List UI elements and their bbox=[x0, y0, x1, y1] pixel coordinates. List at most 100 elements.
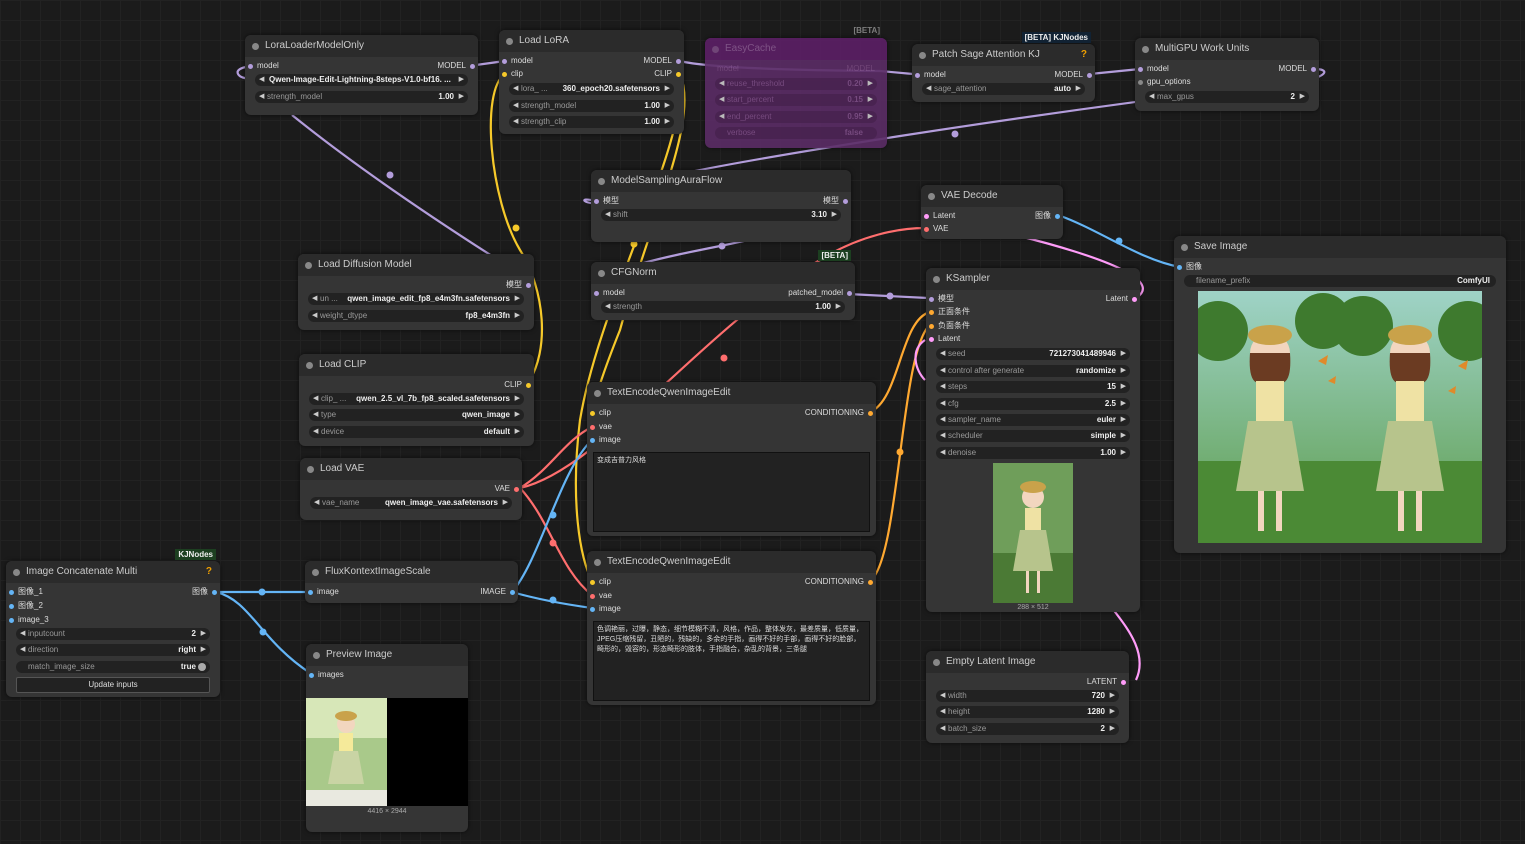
node-title[interactable]: Save Image bbox=[1174, 236, 1506, 258]
node-cfgnorm[interactable]: [BETA] CFGNorm model patched_model ◀stre… bbox=[591, 250, 855, 320]
socket[interactable] bbox=[9, 618, 14, 623]
input-model[interactable]: model bbox=[502, 55, 533, 67]
node-title[interactable]: KSampler bbox=[926, 268, 1140, 290]
input-image[interactable]: image bbox=[590, 434, 621, 446]
node-vae-decode[interactable]: VAE Decode Latent 图像 VAE bbox=[921, 185, 1063, 239]
prompt-textarea[interactable]: 变成吉普力风格 bbox=[593, 452, 870, 532]
socket[interactable] bbox=[929, 324, 934, 329]
socket[interactable] bbox=[929, 297, 934, 302]
arrow-left-icon[interactable]: ◀ bbox=[940, 350, 946, 357]
node-title[interactable]: Preview Image bbox=[306, 644, 468, 666]
socket[interactable] bbox=[1121, 680, 1126, 685]
arrow-left-icon[interactable]: ◀ bbox=[719, 96, 725, 103]
arrow-left-icon[interactable]: ◀ bbox=[605, 303, 611, 310]
collapse-dot[interactable] bbox=[598, 178, 605, 185]
node-title[interactable]: LoraLoaderModelOnly bbox=[245, 35, 478, 57]
output-vae[interactable]: VAE bbox=[495, 483, 519, 495]
arrow-right-icon[interactable]: ▶ bbox=[1109, 725, 1115, 732]
output-image[interactable]: IMAGE bbox=[480, 586, 515, 598]
help-icon[interactable]: ? bbox=[205, 566, 212, 577]
toggle-knob[interactable] bbox=[198, 663, 206, 671]
node-title[interactable]: Load Diffusion Model bbox=[298, 254, 534, 276]
output-model[interactable]: 模型 bbox=[506, 279, 531, 291]
node-title[interactable]: Load LoRA bbox=[499, 30, 684, 52]
input-latent[interactable]: Latent bbox=[924, 210, 955, 222]
socket[interactable] bbox=[526, 283, 531, 288]
input-vae[interactable]: vae bbox=[590, 421, 612, 433]
input-model[interactable]: model bbox=[248, 60, 279, 72]
prompt-textarea[interactable]: 色调艳丽，过曝，静态，细节模糊不清，风格，作品，整体发灰，最差质量，低质量，JP… bbox=[593, 621, 870, 701]
arrow-left-icon[interactable]: ◀ bbox=[926, 85, 932, 92]
arrow-right-icon[interactable]: ▶ bbox=[1120, 432, 1126, 439]
arrow-left-icon[interactable]: ◀ bbox=[940, 692, 946, 699]
arrow-right-icon[interactable]: ▶ bbox=[514, 411, 520, 418]
socket[interactable] bbox=[1138, 80, 1143, 85]
output-conditioning[interactable]: CONDITIONING bbox=[805, 576, 873, 588]
socket[interactable] bbox=[510, 590, 515, 595]
node-title[interactable]: Empty Latent Image bbox=[926, 651, 1129, 673]
input-model[interactable]: model bbox=[717, 63, 739, 75]
arrow-right-icon[interactable]: ▶ bbox=[1120, 367, 1126, 374]
node-lora-loader-model-only[interactable]: LoraLoaderModelOnly model MODEL ◀Qwen-Im… bbox=[245, 35, 478, 115]
node-text-encode-positive[interactable]: TextEncodeQwenImageEdit clip CONDITIONIN… bbox=[587, 382, 876, 536]
arrow-right-icon[interactable]: ▶ bbox=[200, 630, 206, 637]
input-negative[interactable]: 负面条件 bbox=[929, 320, 970, 332]
node-title[interactable]: TextEncodeQwenImageEdit bbox=[587, 551, 876, 573]
arrow-right-icon[interactable]: ▶ bbox=[1120, 383, 1126, 390]
arrow-right-icon[interactable]: ▶ bbox=[1120, 449, 1126, 456]
collapse-dot[interactable] bbox=[919, 52, 926, 59]
socket[interactable] bbox=[929, 310, 934, 315]
preview-image-display[interactable] bbox=[306, 698, 468, 806]
node-title[interactable]: Load VAE bbox=[300, 458, 522, 480]
arrow-right-icon[interactable]: ▶ bbox=[200, 646, 206, 653]
arrow-right-icon[interactable]: ▶ bbox=[1299, 93, 1305, 100]
arrow-right-icon[interactable]: ▶ bbox=[514, 428, 520, 435]
input-image-1[interactable]: 图像_1 bbox=[9, 586, 43, 598]
output-image[interactable]: 图像 bbox=[1035, 210, 1060, 222]
input-clip[interactable]: clip bbox=[590, 407, 611, 419]
arrow-left-icon[interactable]: ◀ bbox=[719, 113, 725, 120]
arrow-right-icon[interactable]: ▶ bbox=[835, 303, 841, 310]
socket[interactable] bbox=[676, 59, 681, 64]
input-latent[interactable]: Latent bbox=[929, 333, 960, 345]
output-model[interactable]: MODEL bbox=[847, 63, 875, 75]
collapse-dot[interactable] bbox=[712, 46, 719, 53]
socket[interactable] bbox=[924, 214, 929, 219]
arrow-left-icon[interactable]: ◀ bbox=[20, 646, 26, 653]
input-model[interactable]: 模型 bbox=[594, 195, 619, 207]
input-clip[interactable]: clip bbox=[502, 68, 523, 80]
collapse-dot[interactable] bbox=[252, 43, 259, 50]
node-load-lora[interactable]: Load LoRA model MODEL clip CLIP ◀lora_ .… bbox=[499, 30, 684, 134]
socket[interactable] bbox=[1087, 73, 1092, 78]
arrow-left-icon[interactable]: ◀ bbox=[312, 312, 318, 319]
collapse-dot[interactable] bbox=[13, 569, 20, 576]
node-image-concatenate-multi[interactable]: KJNodes Image Concatenate Multi? 图像_1 图像… bbox=[6, 549, 220, 697]
socket[interactable] bbox=[526, 383, 531, 388]
node-title[interactable]: FluxKontextImageScale bbox=[305, 561, 518, 583]
collapse-dot[interactable] bbox=[594, 390, 601, 397]
arrow-left-icon[interactable]: ◀ bbox=[1149, 93, 1155, 100]
lora-name-combo[interactable]: ◀Qwen-Image-Edit-Lightning-8steps-V1.0-b… bbox=[255, 74, 468, 86]
node-easycache[interactable]: [BETA] EasyCache model MODEL ◀reuse_thre… bbox=[705, 26, 887, 148]
arrow-right-icon[interactable]: ▶ bbox=[514, 295, 520, 302]
input-image[interactable]: 图像 bbox=[1177, 261, 1202, 273]
input-image[interactable]: image bbox=[308, 586, 339, 598]
arrow-left-icon[interactable]: ◀ bbox=[314, 499, 320, 506]
input-model[interactable]: model bbox=[1138, 63, 1169, 75]
collapse-dot[interactable] bbox=[928, 193, 935, 200]
socket[interactable] bbox=[308, 590, 313, 595]
socket[interactable] bbox=[929, 337, 934, 342]
arrow-right-icon[interactable]: ▶ bbox=[664, 102, 670, 109]
